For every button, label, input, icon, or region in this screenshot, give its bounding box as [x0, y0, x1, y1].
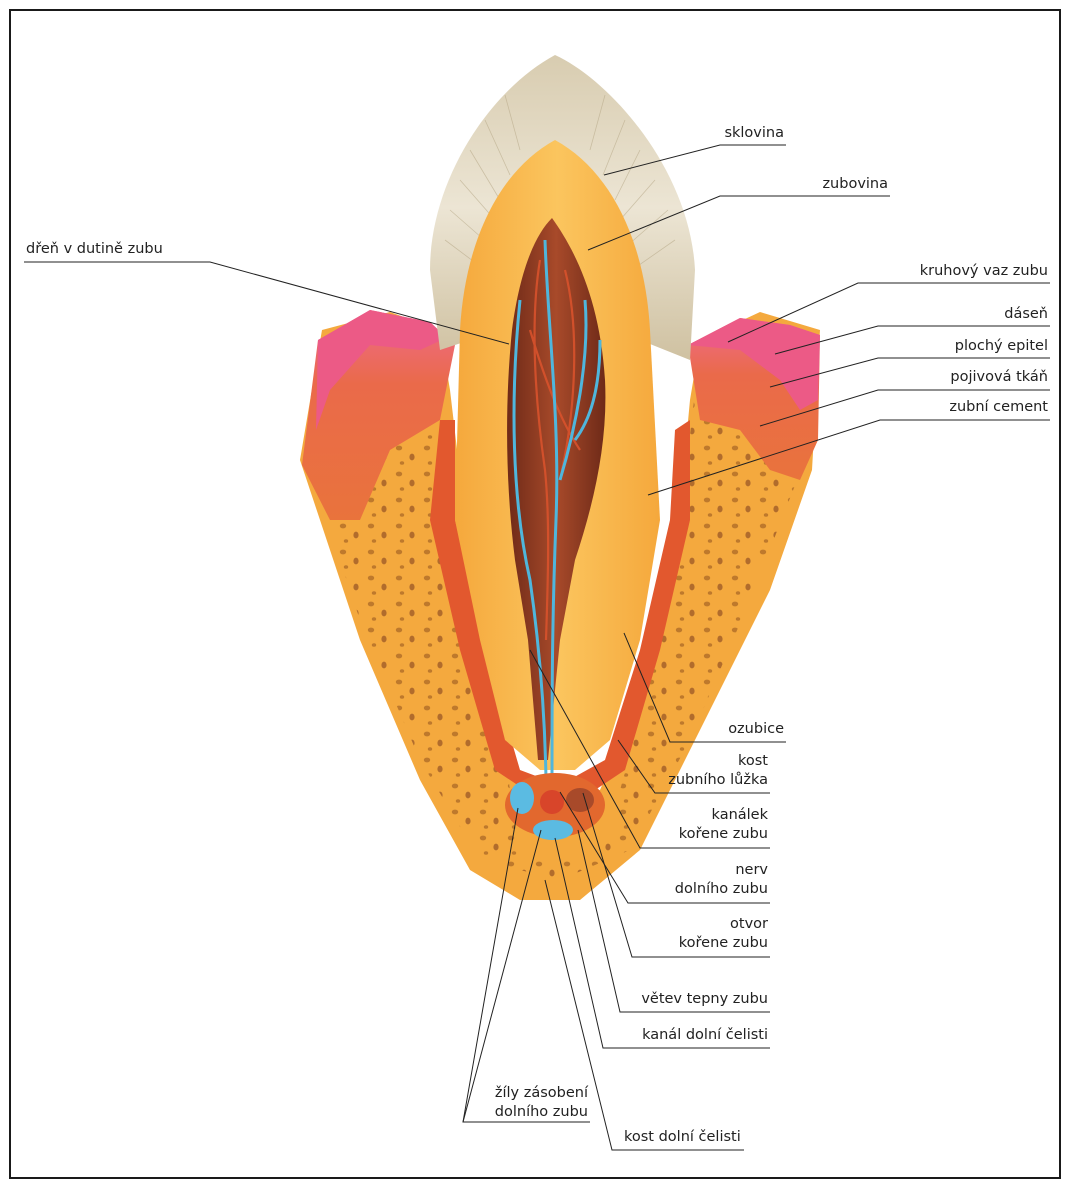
- label-zily: žíly zásobení dolního zubu: [460, 1084, 588, 1122]
- label-zily-line1: žíly zásobení: [460, 1084, 588, 1103]
- label-pojivova-tkan: pojivová tkáň: [880, 368, 1048, 387]
- label-kost-zubniho-luzka-line1: kost: [640, 752, 768, 771]
- label-kost-zubniho-luzka-line2: zubního lůžka: [640, 771, 768, 790]
- label-zubni-cement: zubní cement: [880, 398, 1048, 417]
- label-kost-zubniho-luzka: kost zubního lůžka: [640, 752, 768, 790]
- label-vetev-tepny: větev tepny zubu: [620, 990, 768, 1009]
- label-nerv-line2: dolního zubu: [640, 880, 768, 899]
- label-kanal-celisti: kanál dolní čelisti: [600, 1026, 768, 1045]
- vein-left: [510, 782, 534, 814]
- label-nerv-line1: nerv: [640, 861, 768, 880]
- label-ozubice: ozubice: [672, 720, 784, 739]
- label-zily-line2: dolního zubu: [460, 1103, 588, 1122]
- label-sklovina: sklovina: [700, 124, 784, 143]
- label-kanalek: kanálek kořene zubu: [640, 806, 768, 844]
- label-kanalek-line2: kořene zubu: [640, 825, 768, 844]
- label-kruhovy-vaz: kruhový vaz zubu: [860, 262, 1048, 281]
- label-otvor: otvor kořene zubu: [640, 915, 768, 953]
- label-nerv: nerv dolního zubu: [640, 861, 768, 899]
- label-plochy-epitel: plochý epitel: [880, 337, 1048, 356]
- label-zubovina: zubovina: [780, 175, 888, 194]
- label-dasen: dáseň: [880, 305, 1048, 324]
- label-kanalek-line1: kanálek: [640, 806, 768, 825]
- label-otvor-line1: otvor: [640, 915, 768, 934]
- label-kost-celisti: kost dolní čelisti: [624, 1128, 741, 1147]
- label-otvor-line2: kořene zubu: [640, 934, 768, 953]
- label-dren: dřeň v dutině zubu: [26, 240, 163, 259]
